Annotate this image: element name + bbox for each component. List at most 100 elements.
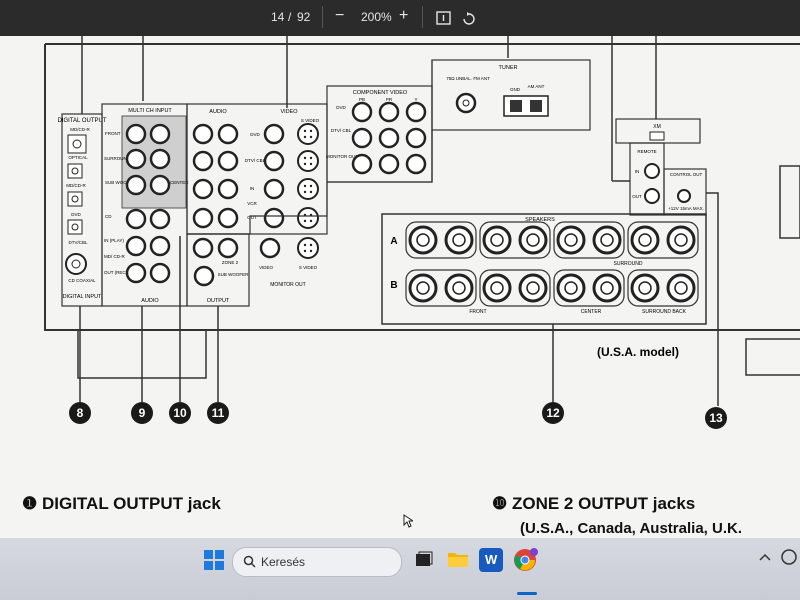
out-label: OUT: [247, 215, 257, 220]
panel-outline: [44, 43, 800, 331]
zoom-in-button[interactable]: +: [399, 7, 409, 24]
heading-digital-output: ❶ DIGITAL OUTPUT jack: [22, 494, 221, 514]
callout-10: 10: [173, 406, 187, 420]
control-out-jack: [677, 189, 691, 203]
speaker-a-label: A: [390, 236, 397, 247]
video-header-label: VIDEO: [280, 109, 298, 115]
lower-right-box: [745, 338, 800, 376]
callout-markers: [69, 402, 727, 429]
chrome-icon[interactable]: [513, 547, 539, 573]
md-cdr3-label: MD/ CD-R: [104, 254, 125, 259]
spk-surround-back-label: SURROUND BACK: [642, 309, 687, 315]
subwoofer-output-jack: [193, 265, 215, 287]
spk-center-label: CENTER: [581, 309, 602, 315]
multi-ch-rca-jacks: [125, 123, 171, 196]
am-ant-label: AM ANT: [528, 84, 545, 89]
speaker-b-label: B: [390, 280, 397, 291]
rotate-icon[interactable]: [461, 10, 477, 26]
zoom-level[interactable]: 200%: [361, 10, 392, 24]
component-video-label: COMPONENT VIDEO: [353, 90, 408, 96]
comp-monitor-label: MONITOR OUT: [326, 154, 358, 159]
tray-icon[interactable]: [780, 548, 798, 566]
control-out-section: [663, 168, 707, 216]
dtv-cbl-label: DTV/ CBL: [245, 158, 266, 163]
y-label: Y: [414, 97, 417, 102]
callout-12: 12: [546, 406, 560, 420]
vcr-label: VCR: [247, 201, 257, 206]
optical-input-dtv-jack: [67, 219, 83, 235]
center-label: CENTER: [170, 180, 189, 185]
callout-leaders: [79, 236, 554, 402]
taskbar: Keresés W: [0, 538, 800, 600]
optical-input-md-jack: [67, 163, 83, 179]
document-page: DIGITAL OUTPUT MD/CD-R OPTICAL MD/CD-R D…: [0, 36, 800, 538]
svideo-jacks: [297, 123, 319, 259]
gnd-label: GND: [510, 87, 521, 92]
callout-9: 9: [139, 406, 146, 420]
heading-number: ❿: [492, 494, 508, 513]
search-icon: [243, 555, 256, 568]
video-small-label: VIDEO: [259, 265, 274, 270]
coaxial-jack: [65, 253, 87, 275]
word-icon[interactable]: W: [479, 548, 503, 572]
heading-text: DIGITAL OUTPUT jack: [41, 494, 221, 513]
digital-output-label: DIGITAL OUTPUT: [57, 118, 106, 124]
front-label: FRONT: [105, 131, 121, 136]
windows-start-icon[interactable]: [203, 549, 225, 571]
comp-dvd-label: DVD: [336, 105, 346, 110]
fit-page-icon[interactable]: [436, 10, 452, 26]
comp-dtv-label: DTV/ CBL: [331, 128, 352, 133]
remote-out-label: OUT: [632, 194, 642, 199]
control-spec-label: +12V 15mA MAX.: [668, 206, 704, 211]
page-total: 92: [297, 10, 311, 24]
dtv-cbl-in-label: DTV/CBL: [68, 240, 88, 245]
zone2-label: ZONE 2: [222, 260, 239, 265]
remote-in-label: IN: [635, 169, 640, 174]
spk-front-label: FRONT: [469, 309, 486, 315]
multi-ch-input-label: MULTI CH INPUT: [128, 108, 172, 114]
xm-label: XM: [653, 124, 661, 130]
cd-label: CD: [105, 214, 112, 219]
optical-input-dvd-jack: [67, 191, 83, 207]
page-separator: /: [288, 10, 292, 24]
callout-8: 8: [77, 406, 84, 420]
zoom-out-button[interactable]: −: [335, 7, 345, 24]
top-leader-lines: [81, 36, 657, 182]
toolbar-divider: [422, 6, 423, 28]
file-explorer-icon[interactable]: [447, 549, 469, 569]
viewer-toolbar: 14 / 92 − 200% +: [0, 0, 800, 36]
toolbar-divider: [322, 6, 323, 28]
heading-text: ZONE 2 OUTPUT jacks: [511, 494, 696, 513]
audio-header-label: AUDIO: [209, 109, 227, 115]
component-jacks: [351, 101, 427, 175]
optical-label: OPTICAL: [68, 155, 88, 160]
dvd-label: DVD: [250, 132, 260, 137]
control-out-label: CONTROL OUT: [670, 172, 703, 177]
callout-11: 11: [212, 406, 225, 420]
remote-in-jack: [644, 163, 660, 179]
speaker-posts: [408, 225, 696, 303]
remote-label: REMOTE: [637, 149, 656, 154]
out-rec-label: OUT (REC): [104, 270, 128, 275]
pb-label: PB: [359, 97, 365, 102]
speakers-label: SPEAKERS: [525, 217, 555, 223]
search-placeholder: Keresés: [261, 555, 306, 569]
dvd-in-label: DVD: [71, 212, 81, 217]
taskbar-search[interactable]: Keresés: [232, 547, 402, 577]
cd-coaxial-label: CD COAXIAL: [68, 278, 96, 283]
xm-port: [649, 131, 665, 141]
speaker-terminal-pairs: [405, 221, 699, 307]
chevron-up-icon[interactable]: [759, 552, 771, 562]
active-app-indicator: [517, 592, 537, 595]
audio-rca-jacks: [125, 208, 171, 284]
page-number-input[interactable]: 14: [271, 10, 285, 24]
output-label: OUTPUT: [207, 298, 230, 304]
tuner-label: TUNER: [499, 65, 518, 71]
in-play-label: IN (PLAY): [104, 238, 124, 243]
word-letter: W: [485, 552, 498, 567]
tuner-section: [431, 59, 591, 131]
partial-line: (U.S.A., Canada, Australia, U.K.: [520, 520, 742, 537]
fm-antenna-jack: [455, 92, 477, 114]
heading-zone2-output: ❿ ZONE 2 OUTPUT jacks: [492, 494, 695, 514]
task-view-icon[interactable]: [414, 550, 434, 570]
